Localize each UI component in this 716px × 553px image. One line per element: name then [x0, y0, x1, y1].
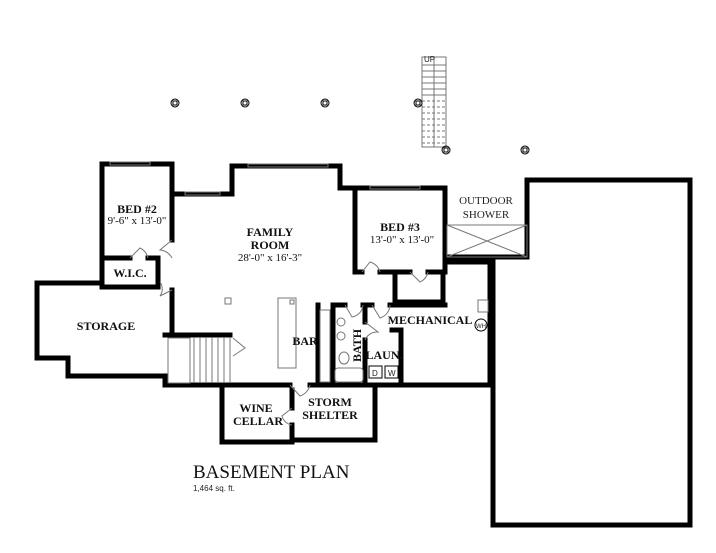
column-icon — [240, 98, 250, 108]
interior-stair — [167, 337, 246, 384]
bath-label: BATH — [350, 328, 364, 362]
wine-cellar-label-1: WINE — [239, 401, 272, 415]
stair-up-label: UP — [424, 55, 435, 64]
water-heater-label: WH — [476, 324, 486, 330]
doors — [129, 239, 429, 426]
storm-shelter-label-2: SHELTER — [302, 408, 358, 422]
outdoor-shower-label-1: OUTDOOR — [459, 195, 513, 207]
bed3-label: BED #3 — [380, 220, 420, 234]
column-icon — [413, 98, 423, 108]
column-icon — [170, 98, 180, 108]
column-icon — [520, 145, 530, 155]
plan-title: BASEMENT PLAN — [193, 462, 350, 483]
bed2-label: BED #2 — [117, 202, 157, 216]
washer-label: W — [388, 369, 396, 378]
wic-label: W.I.C. — [113, 266, 146, 280]
exterior-stair: UP — [421, 55, 447, 148]
storage-label: STORAGE — [77, 319, 135, 333]
walls — [34, 161, 693, 528]
family-room-size: 28'-0" x 16'-3" — [238, 252, 302, 264]
outdoor-shower-label-2: SHOWER — [463, 209, 510, 221]
outdoor-shower-area — [446, 224, 528, 258]
plan-area: 1,464 sq. ft. — [193, 484, 235, 493]
bed2-size: 9'-6" x 13'-0" — [108, 215, 167, 227]
wine-cellar-label-2: CELLAR — [233, 414, 283, 428]
storm-shelter-label-1: STORM — [308, 395, 352, 409]
bar-counter — [277, 297, 331, 383]
floor-drain-icon — [224, 297, 232, 305]
dryer-label: D — [372, 369, 378, 378]
column-icon — [441, 145, 451, 155]
laundry-label: LAUN. — [365, 348, 402, 362]
family-room-label-2: ROOM — [251, 238, 290, 252]
mechanical-label: MECHANICAL — [388, 313, 473, 327]
bed3-size: 13'-0" x 13'-0" — [370, 234, 434, 246]
bar-label: BAR — [292, 334, 318, 348]
water-heater: WH — [474, 318, 488, 332]
family-room-label-1: FAMILY — [247, 225, 294, 239]
bath-fixtures — [334, 299, 489, 383]
washer-dryer: D W — [368, 365, 399, 379]
windows — [109, 161, 421, 196]
columns — [170, 98, 530, 155]
column-icon — [320, 98, 330, 108]
